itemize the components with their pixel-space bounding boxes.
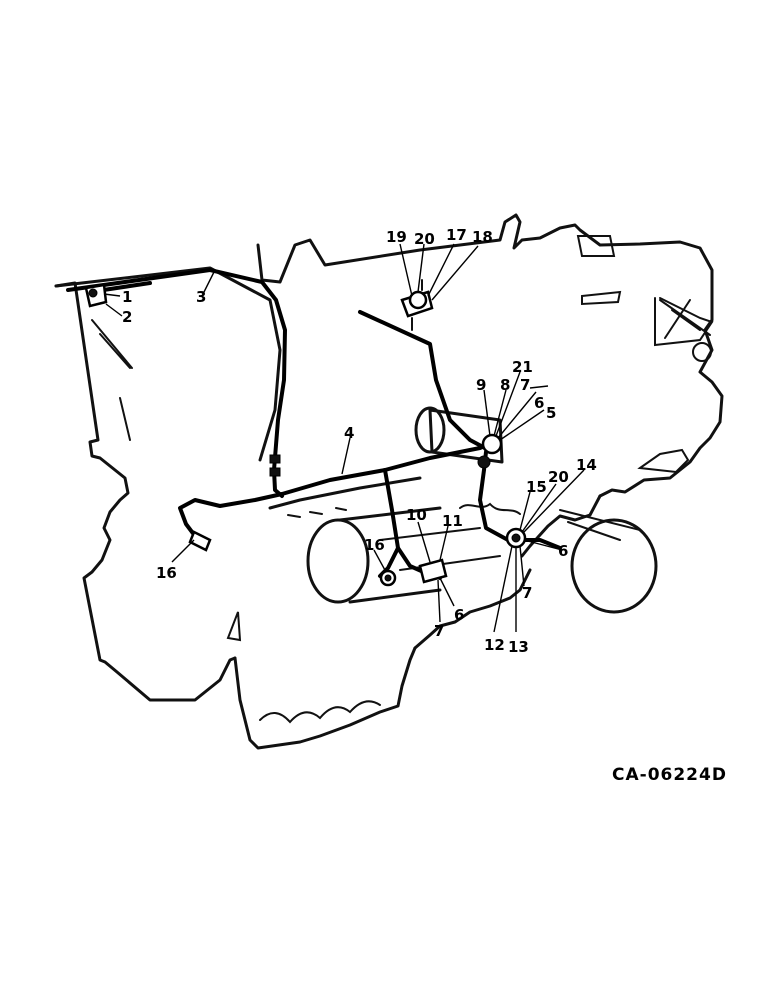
callout-17: 17 bbox=[446, 226, 467, 244]
callout-11: 11 bbox=[442, 512, 463, 530]
callout-labels: 1 2 3 4 19 20 17 18 21 9 8 7 6 5 20 14 1… bbox=[122, 226, 597, 656]
callout-20-right: 20 bbox=[548, 468, 569, 486]
callout-1: 1 bbox=[122, 288, 132, 306]
callout-21: 21 bbox=[512, 358, 533, 376]
callout-6-bottom: 6 bbox=[454, 606, 464, 624]
machine-outline bbox=[54, 213, 724, 750]
callout-7-bottom: 7 bbox=[434, 622, 444, 640]
callout-7-top: 7 bbox=[520, 376, 530, 394]
callout-6-top: 6 bbox=[534, 394, 544, 412]
callout-18: 18 bbox=[472, 228, 493, 246]
callout-5: 5 bbox=[546, 404, 556, 422]
callout-6-right: 6 bbox=[558, 542, 568, 560]
callout-7-right: 7 bbox=[522, 584, 532, 602]
callout-9: 9 bbox=[476, 376, 486, 394]
callout-16-left: 16 bbox=[156, 564, 177, 582]
callout-13: 13 bbox=[508, 638, 529, 656]
callout-16-bottom: 16 bbox=[364, 536, 385, 554]
callout-3: 3 bbox=[196, 288, 206, 306]
callout-15: 15 bbox=[526, 478, 547, 496]
figure-code: CA-06224D bbox=[612, 765, 727, 785]
callout-8: 8 bbox=[500, 376, 510, 394]
callout-19: 19 bbox=[386, 228, 407, 246]
callout-4: 4 bbox=[344, 424, 354, 442]
components bbox=[84, 279, 527, 587]
callout-2: 2 bbox=[122, 308, 132, 326]
wire-harness bbox=[66, 268, 562, 580]
callout-20-top: 20 bbox=[414, 230, 435, 248]
callout-12: 12 bbox=[484, 636, 505, 654]
leader-lines bbox=[103, 243, 585, 633]
callout-14: 14 bbox=[576, 456, 597, 474]
callout-10: 10 bbox=[406, 506, 427, 524]
